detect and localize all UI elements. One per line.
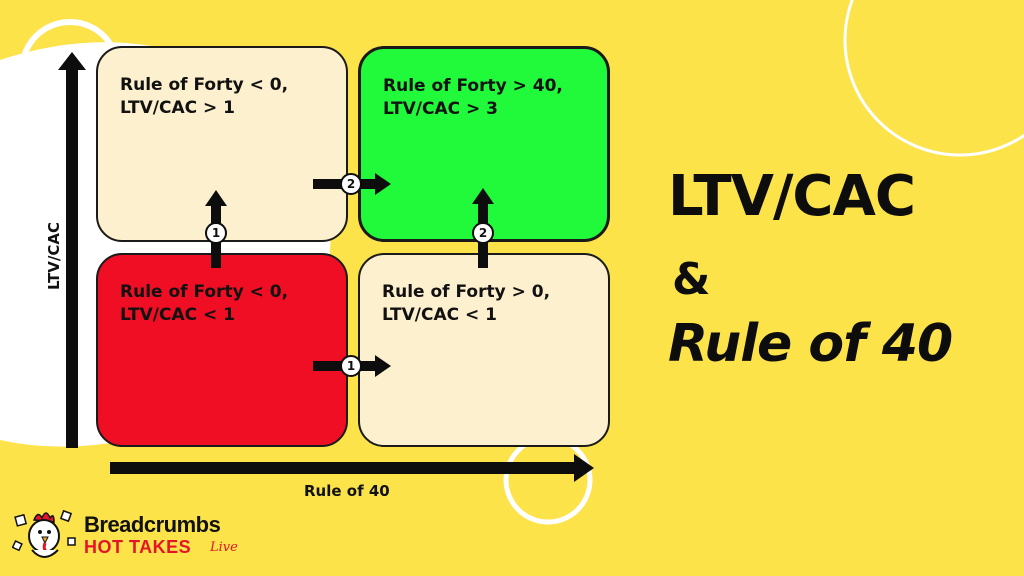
headline-line3: Rule of 40 <box>668 314 953 374</box>
quadrant-label-line1: Rule of Forty < 0, <box>120 282 289 302</box>
headline-ampersand: & <box>672 254 711 305</box>
quadrant-label-line2: LTV/CAC < 1 <box>382 305 497 325</box>
step-number: 2 <box>347 177 355 191</box>
step-badge <box>340 355 362 377</box>
quadrant-label: Rule of Forty < 0, LTV/CAC < 1 <box>120 281 288 327</box>
quadrant-label-line1: Rule of Forty > 0, <box>382 282 551 302</box>
quadrant-bottom-left: Rule of Forty < 0, LTV/CAC < 1 <box>96 253 348 447</box>
quadrant-top-left: Rule of Forty < 0, LTV/CAC > 1 <box>96 46 348 242</box>
brand-name: Breadcrumbs <box>84 512 221 537</box>
arrow-top-left-right: 2 <box>313 173 391 195</box>
quadrant-label: Rule of Forty < 0, LTV/CAC > 1 <box>120 74 288 120</box>
quadrant-label: Rule of Forty > 0, LTV/CAC < 1 <box>382 281 550 327</box>
step-number: 1 <box>212 226 220 240</box>
breadcrumbs-logo: Breadcrumbs HOT TAKES Live <box>12 506 242 566</box>
y-axis-arrow <box>58 52 86 448</box>
headline-line1: LTV/CAC <box>668 164 916 229</box>
quadrant-label-line1: Rule of Forty < 0, <box>120 75 289 95</box>
step-badge <box>205 222 227 244</box>
arrow-bottom-left-right: 1 <box>313 355 391 377</box>
quadrant-bottom-right: Rule of Forty > 0, LTV/CAC < 1 <box>358 253 610 447</box>
step-number: 2 <box>479 226 487 240</box>
brand-tag: Live <box>210 540 238 555</box>
quadrant-label-line1: Rule of Forty > 40, <box>383 76 563 96</box>
step-number: 1 <box>347 359 355 373</box>
quadrant-label-line2: LTV/CAC > 3 <box>383 99 498 119</box>
y-axis-label: LTV/CAC <box>45 221 63 291</box>
quadrant-label-line2: LTV/CAC < 1 <box>120 305 235 325</box>
brand-subtitle: HOT TAKES <box>84 537 192 557</box>
step-badge <box>340 173 362 195</box>
quadrant-label: Rule of Forty > 40, LTV/CAC > 3 <box>383 75 563 121</box>
arrow-bottom-left-up: 1 <box>205 190 227 268</box>
step-badge <box>472 222 494 244</box>
rooster-mascot-icon <box>12 509 76 558</box>
x-axis-label: Rule of 40 <box>304 482 390 500</box>
x-axis-arrow <box>110 454 594 482</box>
quadrant-label-line2: LTV/CAC > 1 <box>120 98 235 118</box>
ring-top-right <box>843 0 1024 157</box>
arrow-bottom-right-up: 2 <box>472 188 494 268</box>
